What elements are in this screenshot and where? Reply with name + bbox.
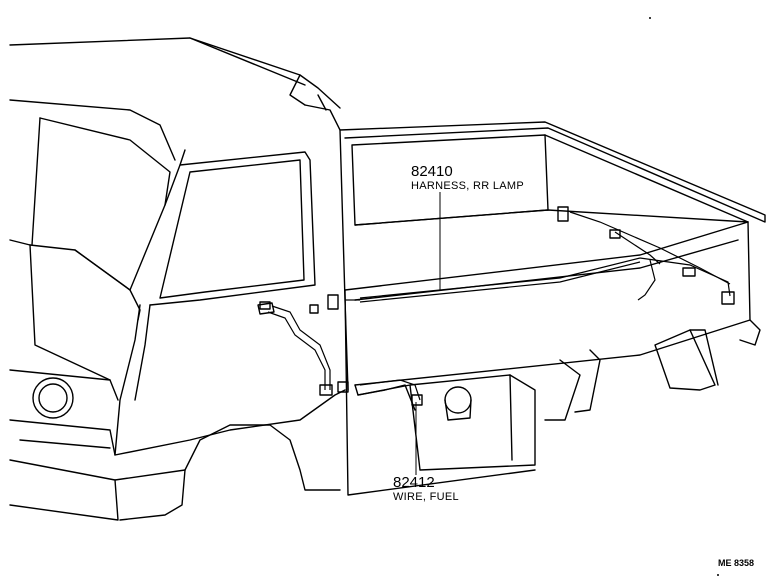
part-name-82412: WIRE, FUEL bbox=[393, 491, 459, 503]
figure-code: ME 8358 bbox=[718, 558, 754, 568]
truck-bed bbox=[339, 121, 766, 496]
part-number-82410: 82410 bbox=[411, 163, 453, 180]
rr-lamp-harness-wiring bbox=[259, 206, 735, 406]
truck-cab bbox=[9, 37, 349, 521]
part-name-82410: HARNESS, RR LAMP bbox=[411, 180, 524, 192]
part-number-82412: 82412 bbox=[393, 474, 435, 491]
